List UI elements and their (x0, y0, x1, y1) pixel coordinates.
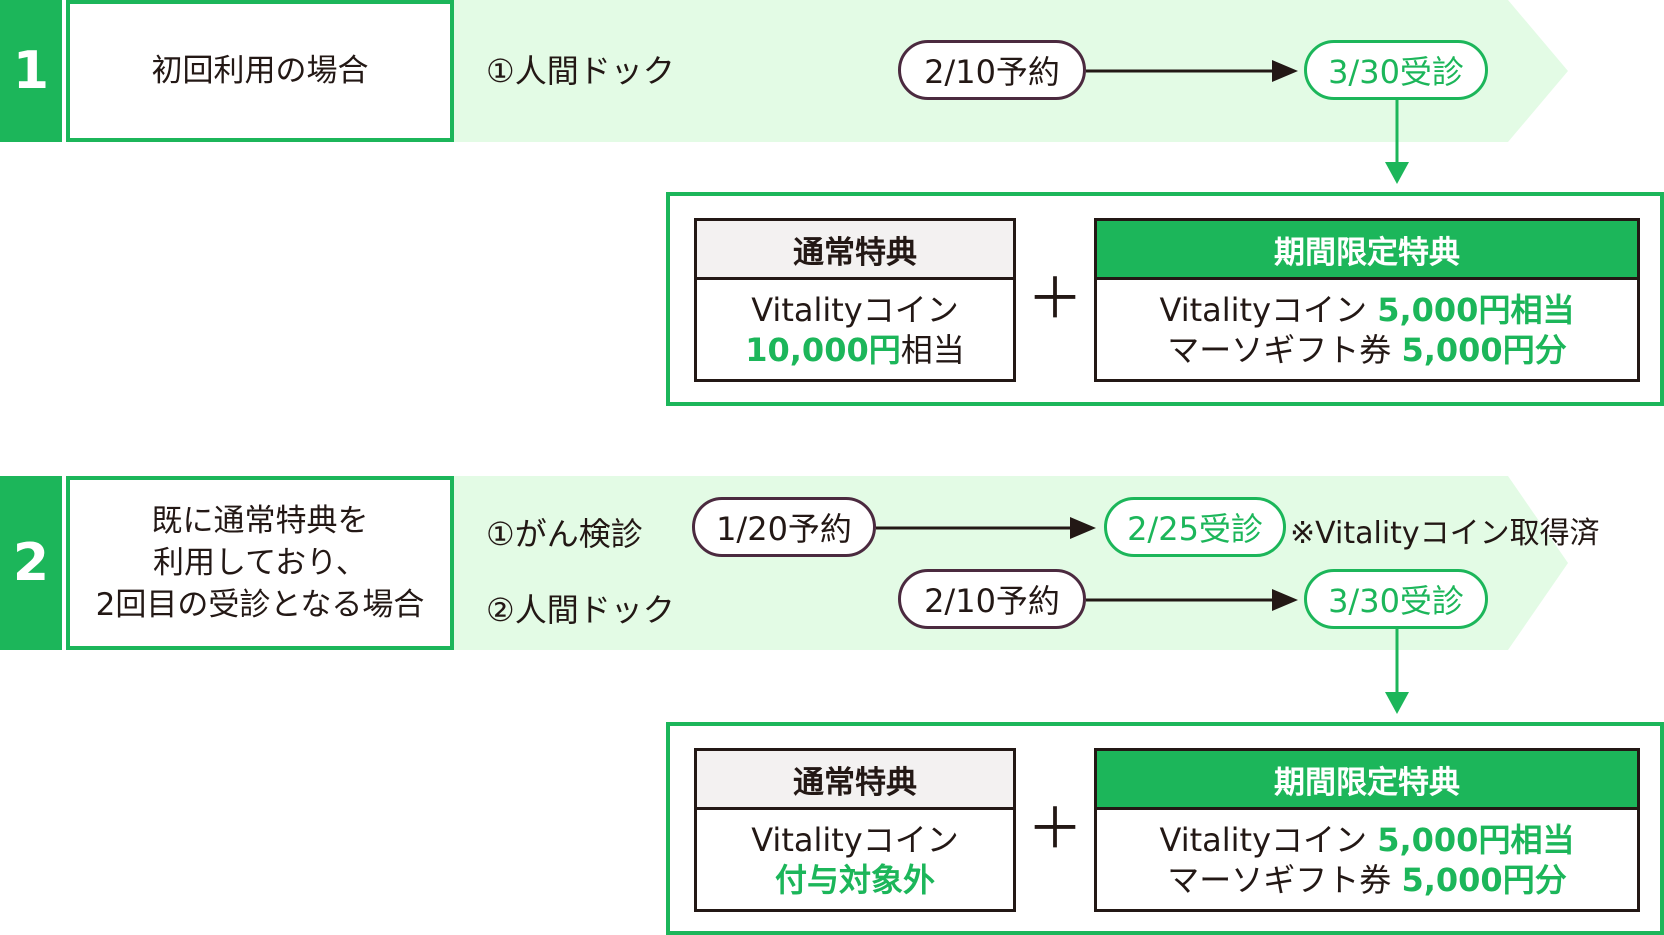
case2-limited-card: 期間限定特典 Vitalityコイン 5,000円相当 マーソギフト券 5,00… (1094, 748, 1640, 912)
case2-step2-visit-pill: 3/30受診 (1304, 569, 1488, 629)
case1-limited-head: 期間限定特典 (1097, 221, 1637, 280)
case2-step1-note: ※Vitalityコイン取得済 (1290, 516, 1600, 551)
case1-limited-card: 期間限定特典 Vitalityコイン 5,000円相当 マーソギフト券 5,00… (1094, 218, 1640, 382)
case1-title-box: 初回利用の場合 (66, 0, 454, 142)
case2-limited-gift-value: 5,000円分 (1401, 860, 1567, 899)
case1-limited-coin-value: 5,000円相当 (1377, 290, 1575, 329)
case2-title-box: 既に通常特典を 利用しており、 2回目の受診となる場合 (66, 476, 454, 650)
case1-normal-head: 通常特典 (697, 221, 1013, 280)
case1-step1-reserve: 2/10予約 (924, 53, 1060, 91)
case2-step1-reserve: 1/20予約 (716, 510, 852, 548)
case2-step2-reserve-pill: 2/10予約 (898, 569, 1086, 629)
case2-step1-label: ①がん検診 (486, 515, 643, 553)
case2-step2-label: ②人間ドック (486, 591, 675, 629)
case2-limited-coin-label: Vitalityコイン (1159, 820, 1368, 859)
case2-step1-arrow (876, 517, 1096, 539)
case1-normal-rest: 相当 (900, 330, 965, 369)
case1-step1-label: ①人間ドック (486, 52, 675, 90)
case1-step1-arrow (1086, 60, 1298, 82)
case2-step1-visit-pill: 2/25受診 (1104, 497, 1286, 557)
case2-down-arrow (1385, 628, 1409, 714)
case2-normal-card: 通常特典 Vitalityコイン 付与対象外 (694, 748, 1016, 912)
case2-normal-head: 通常特典 (697, 751, 1013, 810)
case2-step2-arrow (1086, 589, 1298, 611)
case1-title: 初回利用の場合 (151, 53, 369, 89)
case1-normal-line1: Vitalityコイン (751, 290, 959, 329)
case2-step1-reserve-pill: 1/20予約 (692, 497, 876, 557)
case2-step1-visit: 2/25受診 (1127, 510, 1263, 548)
case1-result-box: 通常特典 Vitalityコイン 10,000円相当 ＋ 期間限定特典 Vita… (666, 192, 1664, 406)
case2-step2-visit: 3/30受診 (1328, 582, 1464, 620)
case2-plus-sign: ＋ (1027, 797, 1083, 862)
case1-step1-visit-pill: 3/30受診 (1304, 40, 1488, 100)
case1-normal-accent: 10,000円 (745, 330, 901, 369)
case2-step2-reserve: 2/10予約 (924, 582, 1060, 620)
case2-limited-head: 期間限定特典 (1097, 751, 1637, 810)
case1-normal-card: 通常特典 Vitalityコイン 10,000円相当 (694, 218, 1016, 382)
case2-normal-line1: Vitalityコイン (751, 820, 959, 859)
case2-number-tab: 2 (0, 476, 62, 650)
case2-result-box: 通常特典 Vitalityコイン 付与対象外 ＋ 期間限定特典 Vitality… (666, 722, 1664, 935)
case2-limited-gift-label: マーソギフト券 (1167, 860, 1392, 899)
case1-limited-coin-label: Vitalityコイン (1159, 290, 1368, 329)
case1-plus-sign: ＋ (1027, 267, 1083, 332)
case1-step1-visit: 3/30受診 (1328, 53, 1464, 91)
case1-down-arrow (1385, 98, 1409, 184)
case2-number: 2 (12, 533, 50, 593)
case1-number-tab: 1 (0, 0, 62, 142)
case1-number: 1 (12, 41, 50, 101)
case2-title: 既に通常特典を 利用しており、 2回目の受診となる場合 (95, 503, 425, 623)
case2-normal-accent: 付与対象外 (774, 860, 935, 899)
case2-limited-coin-value: 5,000円相当 (1377, 820, 1575, 859)
case1-limited-gift-value: 5,000円分 (1401, 330, 1567, 369)
case1-limited-gift-label: マーソギフト券 (1167, 330, 1392, 369)
case1-step1-reserve-pill: 2/10予約 (898, 40, 1086, 100)
